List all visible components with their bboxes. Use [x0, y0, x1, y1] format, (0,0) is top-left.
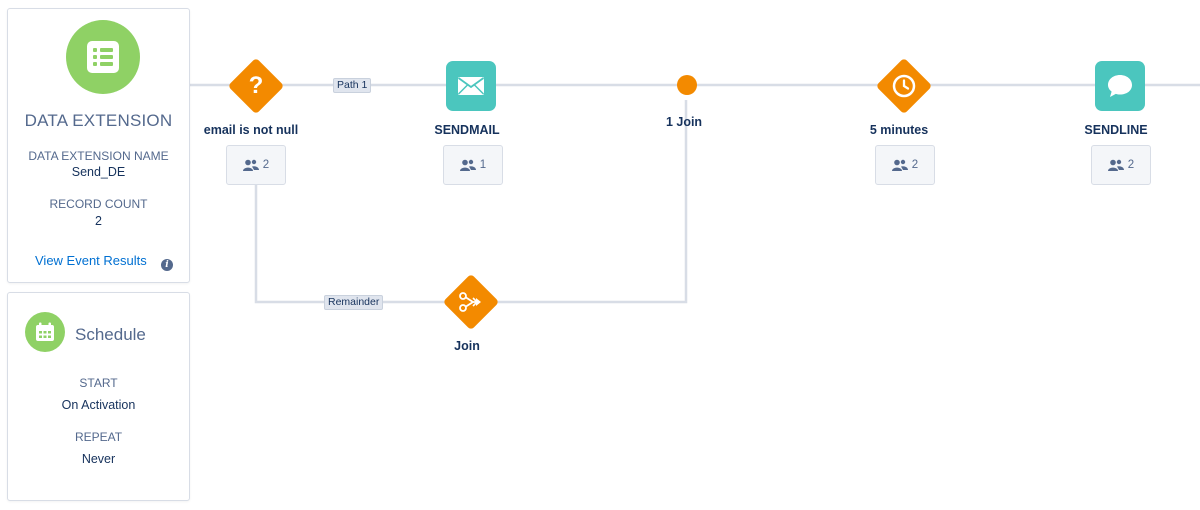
schedule-title: Schedule	[75, 325, 146, 344]
info-icon[interactable]: i	[161, 259, 173, 271]
data-extension-title: DATA EXTENSION	[24, 111, 173, 130]
join-label: Join	[454, 339, 480, 353]
sendmail-node[interactable]	[446, 61, 496, 111]
sendline-node[interactable]	[1095, 61, 1145, 111]
envelope-icon	[457, 77, 485, 95]
remainder-path-tag[interactable]: Remainder	[324, 295, 384, 310]
join-node[interactable]	[442, 273, 500, 331]
clock-icon	[892, 74, 916, 98]
view-event-results-link[interactable]: View Event Results	[35, 253, 147, 268]
decision-population-badge[interactable]: 2	[226, 145, 286, 185]
contacts-icon	[891, 159, 908, 171]
start-label: START	[79, 376, 118, 390]
data-extension-card[interactable]: DATA EXTENSION DATA EXTENSION NAME Send_…	[7, 8, 190, 283]
path-1-tag[interactable]: Path 1	[333, 78, 372, 93]
wait-count: 2	[911, 159, 919, 171]
wait-population-badge[interactable]: 2	[875, 145, 935, 185]
record-count-value: 2	[95, 214, 102, 228]
calendar-icon	[25, 312, 65, 352]
data-extension-icon	[66, 20, 140, 94]
data-extension-name-label: DATA EXTENSION NAME	[28, 149, 169, 163]
sendline-label: SENDLINE	[1084, 123, 1148, 137]
wait-node[interactable]	[875, 57, 933, 115]
contacts-icon	[1107, 159, 1124, 171]
join-point-node[interactable]	[677, 75, 697, 95]
decision-split-node[interactable]: ?	[227, 57, 285, 115]
contacts-icon	[242, 159, 259, 171]
wait-label: 5 minutes	[869, 123, 929, 137]
question-mark-icon: ?	[248, 72, 264, 99]
data-extension-name-value: Send_DE	[71, 165, 126, 179]
sendmail-count: 1	[479, 159, 487, 171]
sendline-count: 2	[1127, 159, 1135, 171]
schedule-card[interactable]: Schedule START On Activation REPEAT Neve…	[7, 292, 190, 501]
join-point-label: 1 Join	[665, 115, 703, 129]
repeat-label: REPEAT	[74, 430, 123, 444]
sendmail-population-badge[interactable]: 1	[443, 145, 503, 185]
decision-split-label: email is not null	[203, 123, 299, 137]
join-arrows-icon	[459, 292, 481, 312]
sendline-population-badge[interactable]: 2	[1091, 145, 1151, 185]
chat-bubble-icon	[1108, 75, 1132, 97]
repeat-value: Never	[81, 452, 116, 466]
sendmail-label: SENDMAIL	[434, 123, 500, 137]
contacts-icon	[459, 159, 476, 171]
start-value: On Activation	[61, 398, 136, 412]
record-count-label: RECORD COUNT	[49, 197, 148, 211]
decision-count: 2	[262, 159, 270, 171]
